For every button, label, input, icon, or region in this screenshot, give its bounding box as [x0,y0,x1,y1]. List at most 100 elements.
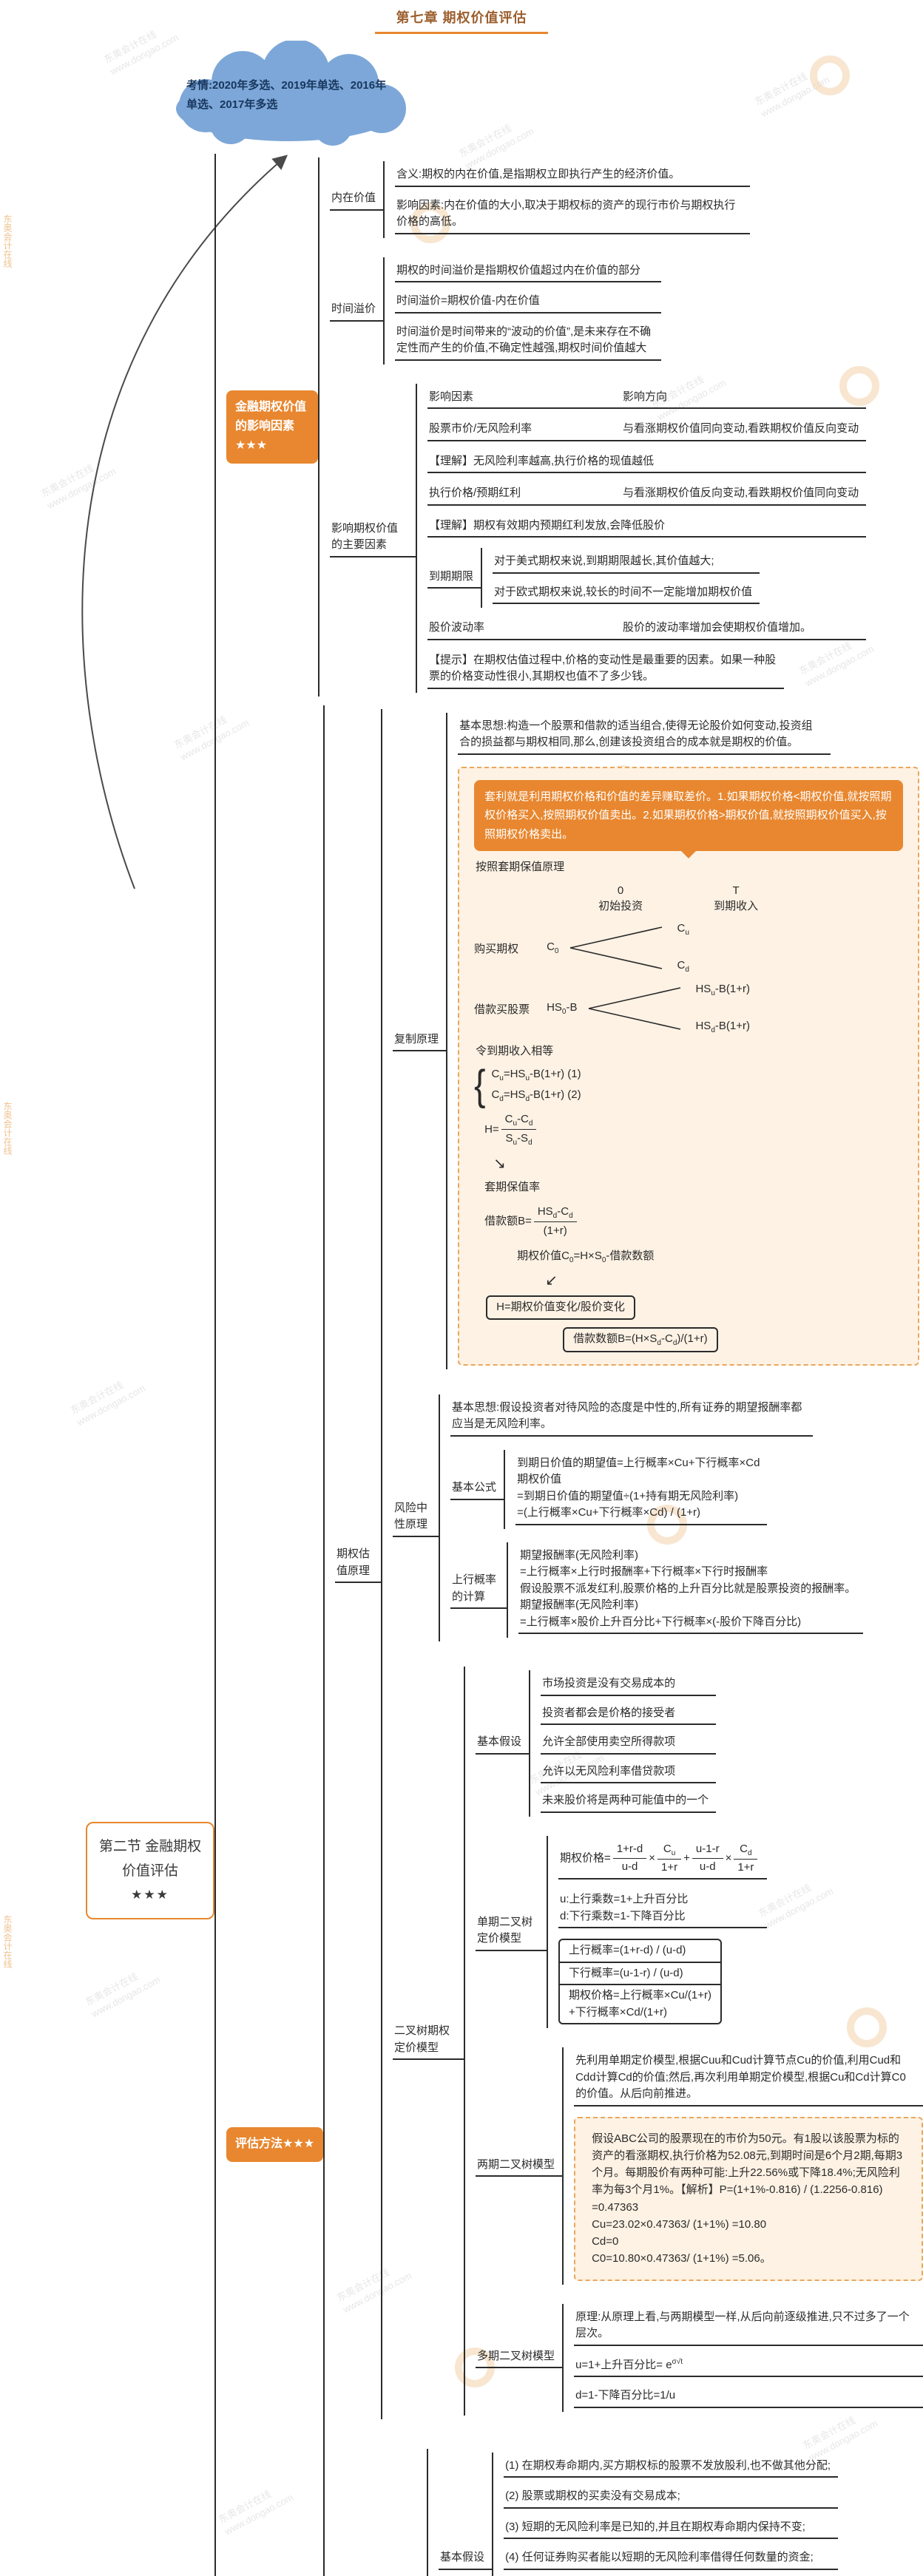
node-children: 基本假设市场投资是没有交易成本的投资者都会是价格的接受者允许全部使用卖空所得款项… [464,1667,923,2416]
node-text: 原理:从原理上看,与两期模型一样,从后向前逐级推进,只不过多了一个层次。 [574,2308,923,2346]
fork-row-label: 借款买股票 [474,1003,530,1016]
equation-system: {Cu=HSu-B(1+r) (1)Cd=HSd-B(1+r) (2) [474,1063,903,1106]
node-label: 两期二叉树模型 [476,2155,563,2177]
watermark-logo-icon [839,366,879,406]
exam-cloud: 考情:2020年多选、2019年单选、2016年单选、2017年多选 [148,41,429,152]
fork-up-value: HSu-B(1+r) [695,983,750,998]
exam-info-text: 考情:2020年多选、2019年单选、2016年单选、2017年多选 [186,79,387,112]
fork-down-value: HSd-B(1+r) [695,1020,750,1035]
node-text: (3) 短期的无风险利率是已知的,并且在期权寿命期内保持不变; [504,2518,839,2539]
note-box: 假设ABC公司的股票现在的市价为50元。有1股以该股票为标的资产的看涨期权,执行… [574,2116,923,2281]
node-text: 允许全部使用卖空所得款项 [541,1732,717,1755]
note-box: 套利就是利用期权价格和价值的差异赚取差价。1.如果期权价格<期权价值,就按照期权… [458,766,920,1366]
factor-direction: 与看涨期权价值反向变动,看跌期权价值同向变动 [623,487,859,499]
boxed-formula-line: 期权价格=上行概率×Cu/(1+r)+下行概率×Cd/(1+r) [560,1984,720,2023]
mindmap-node: 二叉树期权定价模型 基本假设市场投资是没有交易成本的投资者都会是价格的接受者允许全… [393,1667,923,2416]
factor-name: 股价波动率 [429,621,485,634]
cloud-icon [176,41,406,146]
node-children: 含义:期权的内在价值,是指期权立即执行产生的经济价值。影响因素:内在价值的大小,… [383,161,751,238]
importance-stars: ★★★ [131,1887,169,1902]
node-text: 期权的时间溢价是指期权价值超过内在价值的部分 [395,261,662,282]
note-text: 套期保值率 [484,1180,541,1193]
watermark-logo-icon [410,203,450,243]
node-text: 影响因素:内在价值的大小,取决于期权标的资产的现行市价与期权执行价格的高低。 [395,196,751,234]
mindmap-node: 上行概率的计算期望报酬率(无风险利率)=上行概率×上行时报酬率+下行概率×下行时… [450,1542,864,1638]
node-text: 先利用单期定价模型,根据Cuu和Cud计算节点Cu的价值,利用Cud和Cdd计算… [574,2051,923,2106]
node-text: 期望报酬率(无风险利率)=上行概率×上行时报酬率+下行概率×下行时报酬率假设股票… [518,1546,864,1634]
mindmap-node: 两期二叉树模型 先利用单期定价模型,根据Cuu和Cud计算节点Cu的价值,利用Cu… [476,2047,923,2285]
fork-lines-icon [570,926,663,970]
node-label: 时间溢价 [330,299,384,322]
watermark-side-text: 东奥会计在线 [2,214,13,268]
header-text: 到期收入 [714,900,759,913]
equation-line: Cu=HSu-B(1+r) (1) [491,1067,581,1082]
node-label: 复制原理 [393,1030,447,1052]
factor-row: 股票市价/无风险利率 与看涨期权价值同向变动,看跌期权价值反向变动 [427,419,867,441]
mindmap-node: 布莱克-斯科尔斯期权定价模型基本假设(1) 在期权寿命期内,买方期权标的股票不发… [335,2448,923,2576]
fork-down-value: Cd [677,959,689,975]
node-children: 基本思想:假设投资者对待风险的态度是中性的,所有证券的期望报酬率都应当是无风险利… [439,1394,864,1641]
boxed-formula-line: H=期权价值变化/股价变化 [496,1301,625,1313]
node-label: 单期二叉树定价模型 [476,1913,547,1951]
factor-direction: 股价的波动率增加会使期权价值增加。 [623,621,812,634]
factor-name: 影响因素 [429,390,474,403]
note-text: 令到期收入相等 [476,1045,554,1058]
mindmap-node: 基本假设(1) 在期权寿命期内,买方期权标的股票不发放股利,也不做其他分配;(2… [439,2452,910,2576]
page-title: 第七章 期权价值评估 [375,7,548,34]
node-children: 基本思想:构造一个股票和借款的适当组合,使得无论股价如何变动,投资组合的损益都与… [446,712,920,1369]
branch-topic: 评估方法★★★ [226,2127,324,2162]
node-label: 影响期权价值的主要因素 [330,519,416,557]
node-children: 金融期权价值的影响因素★★★内在价值含义:期权的内在价值,是指期权立即执行产生的… [214,154,923,2576]
watermark-logo-icon [847,2007,887,2047]
node-label: 二叉树期权定价模型 [393,2021,464,2061]
boxed-formula-line: 上行概率=(1+r-d) / (u-d) [569,1944,686,1956]
header-text: 初始投资 [598,900,643,913]
highlight-callout: 套利就是利用期权价格和价值的差异赚取差价。1.如果期权价格<期权价值,就按照期权… [474,779,904,858]
mindmap-node: 期权估值原理 复制原理基本思想:构造一个股票和借款的适当组合,使得无论股价如何变动… [335,708,923,2419]
root-topic-label: 第二节 金融期权价值评估 [98,1839,202,1879]
mindmap-tree: 第二节 金融期权价值评估 ★★★ 金融期权价值的影响因素★★★内在价值含义:期权的内… [86,154,923,2576]
root-topic: 第二节 金融期权价值评估 ★★★ [86,1822,214,1919]
node-children: 内在价值含义:期权的内在价值,是指期权立即执行产生的经济价值。影响因素:内在价值… [318,157,867,696]
fork-lines-icon [589,987,681,1031]
factor-row: 股价波动率 股价的波动率增加会使期权价值增加。 [427,618,867,640]
note-text: 假设ABC公司的股票现在的市价为50元。有1股以该股票为标的资产的看涨期权,执行… [592,2132,903,2265]
node-children: 影响因素影响方向股票市价/无风险利率 与看涨期权价值同向变动,看跌期权价值反向变动… [416,383,867,693]
node-children: 基本假设(1) 在期权寿命期内,买方期权标的股票不发放股利,也不做其他分配;(2… [427,2448,910,2576]
formula: 借款额B=HSd-Cd(1+r) [483,1203,903,1240]
boxed-formula-line: 借款数额B=(H×Sd-Cd)/(1+r) [573,1332,708,1347]
mindmap-node: 第二节 金融期权价值评估 ★★★ 金融期权价值的影响因素★★★内在价值含义:期权的内… [86,154,923,2576]
node-label: 基本假设 [476,1732,530,1755]
node-children: 期权的时间溢价是指期权价值超过内在价值的部分时间溢价=期权价值-内在价值时间溢价… [383,257,662,365]
fork-start-value: C0 [547,940,559,956]
node-children: (1) 在期权寿命期内,买方期权标的股票不发放股利,也不做其他分配;(2) 股票… [492,2452,839,2576]
node-text: (2) 股票或期权的买卖没有交易成本; [504,2487,839,2509]
boxed-formula: 借款数额B=(H×Sd-Cd)/(1+r) [563,1326,718,1352]
node-text: 【理解】期权有效期内预期红利发放,会降低股价 [427,516,867,538]
watermark-side-text: 东奥会计在线 [2,1915,13,1968]
node-text: 对于美式期权来说,到期期限越长,其价值越大; [493,552,760,574]
mindmap-node: 多期二叉树模型原理:从原理上看,与两期模型一样,从后向前逐级推进,只不过多了一个… [476,2303,923,2412]
boxed-formula: 上行概率=(1+r-d) / (u-d) 下行概率=(u-1-r) / (u-d)… [558,1939,722,2024]
node-label: 期权估值原理 [335,1545,382,1583]
node-text: (4) 任何证券购买者能以短期的无风险利率借得任何数量的资金; [504,2548,839,2570]
node-children: 先利用单期定价模型,根据Cuu和Cud计算节点Cu的价值,利用Cud和Cdd计算… [562,2047,923,2285]
mindmap-node: 基本假设市场投资是没有交易成本的投资者都会是价格的接受者允许全部使用卖空所得款项… [476,1670,923,1817]
factor-row: 影响因素影响方向 [427,387,867,409]
factor-direction: 与看涨期权价值同向变动,看跌期权价值反向变动 [623,422,859,435]
mindmap-node: 评估方法★★★ 期权估值原理 复制原理基本思想:构造一个股票和借款的适当组合,使得无… [226,705,923,2576]
header-text: T [732,884,740,898]
factor-name: 股票市价/无风险利率 [429,422,532,435]
boxed-formula-line: 下行概率=(u-1-r) / (u-d) [560,1961,720,1984]
